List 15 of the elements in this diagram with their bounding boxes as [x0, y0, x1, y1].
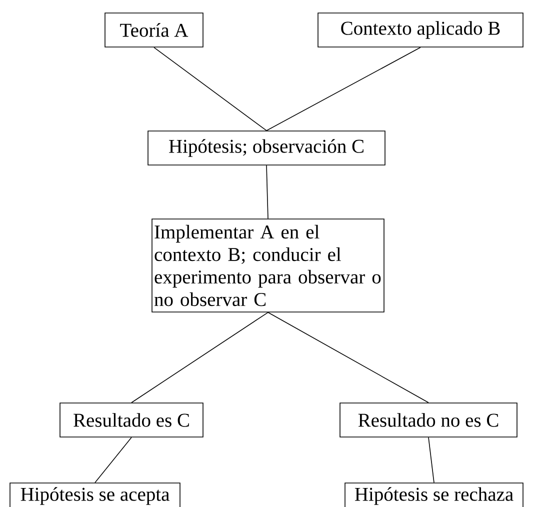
connector-line	[266, 165, 268, 219]
process-box: Implementar A en el contexto B; conducir el experimento para observar o no observar C	[152, 218, 384, 312]
connector-line	[268, 312, 429, 403]
process-box: Resultado es C	[60, 402, 204, 438]
process-box: Teoría A	[104, 12, 204, 48]
connector-line	[266, 47, 421, 131]
process-box: Hipótesis; observación C	[148, 130, 386, 166]
connector-line	[94, 437, 132, 483]
connector-line	[131, 312, 268, 403]
process-box: Hipótesis se rechaza	[344, 482, 524, 507]
process-box: Contexto aplicado B	[318, 12, 524, 48]
connector-line	[154, 47, 267, 131]
process-box: Resultado no es C	[340, 402, 518, 438]
connector-line	[428, 437, 434, 483]
process-box: Hipótesis se acepta	[10, 482, 180, 507]
